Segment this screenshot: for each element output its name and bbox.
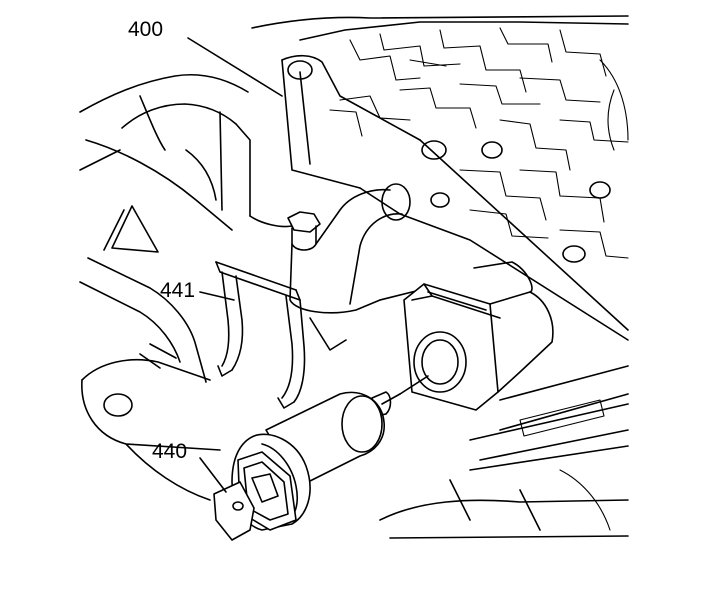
- valve-body-bolt-5: [562, 245, 586, 263]
- valve-body-bolt-4: [430, 192, 450, 208]
- callout-400: 400: [128, 18, 163, 41]
- valve-body-bolt-3: [481, 141, 503, 159]
- valve-body-bolt-6: [589, 181, 611, 199]
- case-bolt-hole: [103, 393, 133, 417]
- leader-line-441: [199, 291, 235, 301]
- callout-440: 440: [152, 440, 187, 463]
- speed-sensor: [213, 391, 401, 541]
- assembly-line: [399, 375, 429, 395]
- transmission-case: [79, 73, 293, 501]
- leader-line-440: [199, 457, 227, 493]
- leader-line-400: [187, 37, 283, 97]
- hex-bolt: [287, 211, 321, 251]
- harness-tube: [289, 183, 421, 351]
- callout-441: 441: [160, 279, 195, 302]
- valve-body-bolt-2: [421, 140, 447, 160]
- sensor-bore-housing: [403, 261, 554, 411]
- retainer-clip: [215, 261, 306, 409]
- valve-body-bolt-1: [287, 60, 313, 80]
- case-lower-right: [379, 365, 629, 539]
- valve-body: [251, 15, 629, 341]
